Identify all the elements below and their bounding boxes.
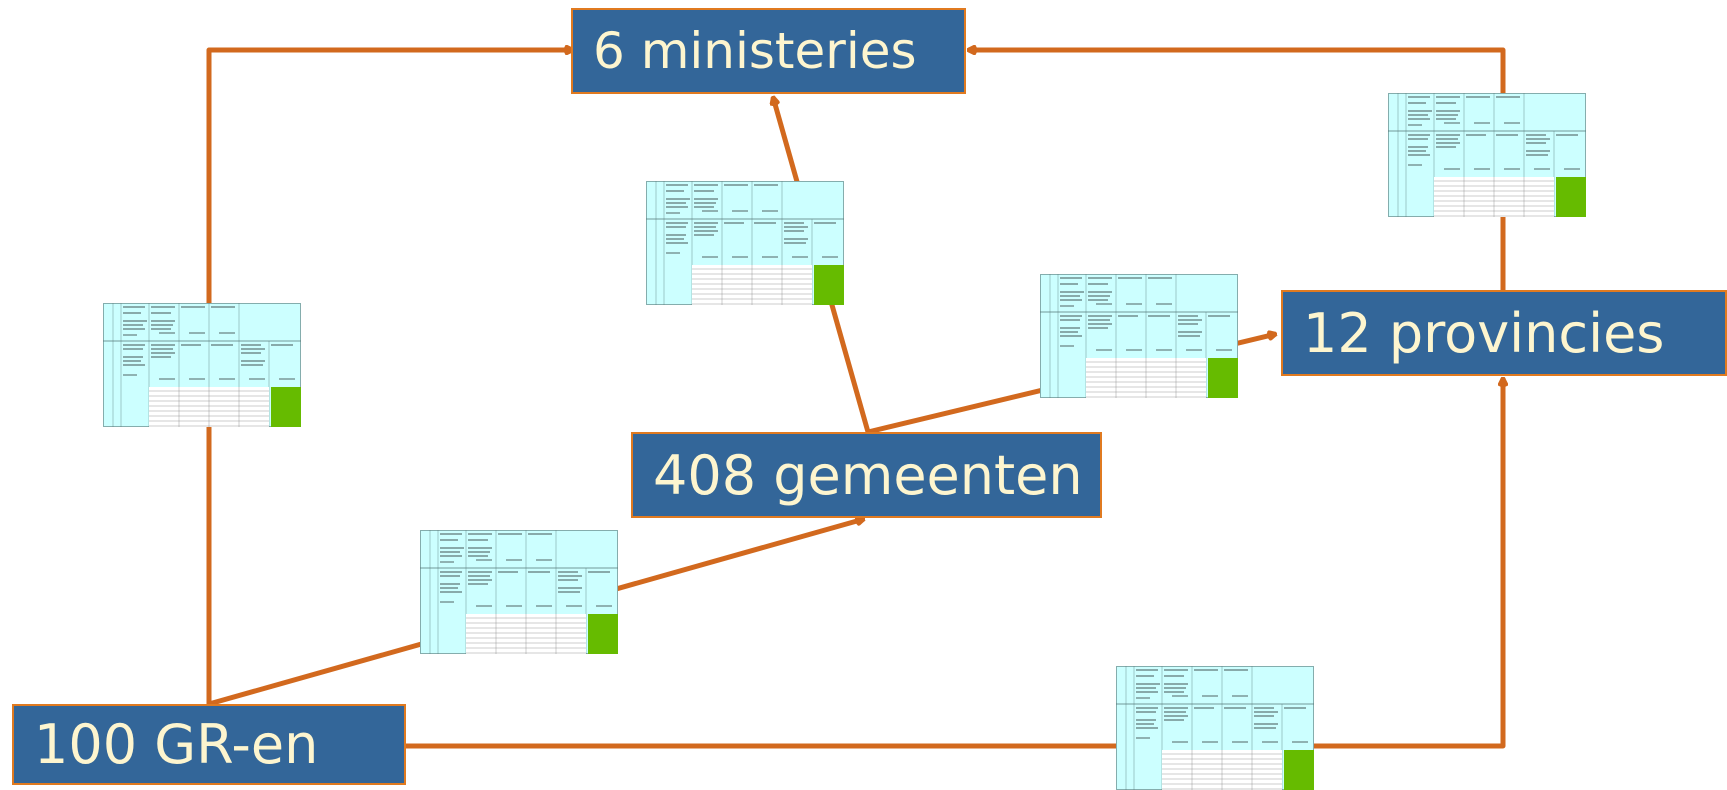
node-gemeenten: 408 gemeenten [631, 432, 1102, 518]
spreadsheet-thumbnail-gr-ministeries [103, 303, 301, 427]
spreadsheet-icon [1040, 274, 1238, 398]
spreadsheet-icon [1388, 93, 1586, 217]
node-gemeenten-label: 408 gemeenten [653, 443, 1083, 507]
node-ministeries-label: 6 ministeries [593, 22, 917, 80]
spreadsheet-thumbnail-gemeenten-provincies [1040, 274, 1238, 398]
node-ministeries: 6 ministeries [571, 8, 966, 94]
spreadsheet-icon [646, 181, 844, 305]
spreadsheet-thumbnail-gr-gemeenten [420, 530, 618, 654]
spreadsheet-icon [420, 530, 618, 654]
node-gr: 100 GR-en [12, 704, 406, 785]
arrow-gr-to-provincies [405, 378, 1503, 749]
node-provincies: 12 provincies [1281, 290, 1727, 376]
spreadsheet-icon [103, 303, 301, 427]
spreadsheet-thumbnail-provincies-ministeries [1388, 93, 1586, 217]
spreadsheet-thumbnail-gemeenten-ministeries [646, 181, 844, 305]
spreadsheet-icon [1116, 666, 1314, 790]
node-gr-label: 100 GR-en [34, 713, 319, 776]
node-provincies-label: 12 provincies [1303, 301, 1665, 365]
spreadsheet-thumbnail-gr-provincies [1116, 666, 1314, 790]
arrow-gr-to-ministeries [206, 50, 573, 704]
